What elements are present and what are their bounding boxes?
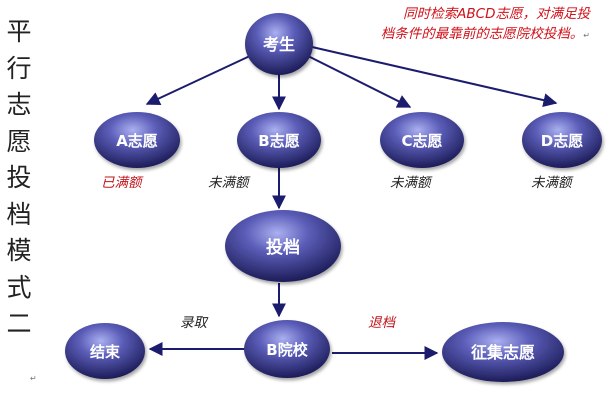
node-choice-a: A志愿 — [94, 112, 180, 168]
title-char: 式 — [6, 272, 32, 302]
note-line-1: 同时检索ABCD志愿，对满足投 — [403, 6, 590, 22]
node-choice-c-label: C志愿 — [401, 132, 442, 150]
node-submit-label: 投档 — [266, 237, 300, 258]
status-a: 已满额 — [101, 175, 144, 191]
node-choice-b: B志愿 — [237, 112, 321, 168]
status-d: 未满额 — [531, 175, 574, 191]
paragraph-mark-icon: ↵ — [30, 374, 37, 383]
title-char: 档 — [6, 199, 32, 229]
edge-candidate-to-c — [305, 54, 412, 108]
status-c: 未满额 — [390, 175, 433, 191]
explanation-note: 同时检索ABCD志愿，对满足投 档条件的最靠前的志愿院校投档。↵ — [340, 4, 590, 46]
title-char: 平 — [6, 17, 32, 46]
node-choice-d-label: D志愿 — [541, 132, 583, 150]
edge-label-admit: 录取 — [180, 315, 208, 331]
paragraph-mark-icon: ↵ — [583, 31, 590, 40]
edges — [145, 46, 558, 360]
note-line-2-wrap: 档条件的最靠前的志愿院校投档。↵ — [340, 24, 590, 46]
node-college-b-label: B院校 — [266, 341, 308, 359]
node-supplementary-label: 征集志愿 — [471, 343, 535, 362]
vertical-title: 平 行 志 愿 投 档 模 式 二 ↵ — [2, 14, 36, 383]
title-char: 愿 — [6, 126, 32, 156]
title-char: 投 — [6, 163, 32, 192]
edge-candidate-to-d — [311, 46, 558, 108]
title-char: 志 — [6, 90, 32, 119]
node-end-label: 结束 — [90, 343, 121, 361]
node-candidate: 考生 — [245, 13, 313, 75]
node-choice-d: D志愿 — [522, 112, 602, 168]
edge-label-return: 退档 — [368, 315, 397, 331]
status-b: 未满额 — [208, 175, 251, 191]
node-submit: 投档 — [225, 210, 341, 282]
title-char: 二 — [6, 309, 32, 338]
node-candidate-label: 考生 — [263, 35, 295, 54]
note-line-2: 档条件的最靠前的志愿院校投档。 — [380, 26, 584, 42]
node-college-b: B院校 — [244, 320, 330, 378]
node-choice-a-label: A志愿 — [116, 132, 158, 150]
node-end: 结束 — [65, 323, 145, 379]
node-supplementary: 征集志愿 — [442, 322, 564, 382]
edge-candidate-to-a — [145, 54, 253, 106]
node-choice-c: C志愿 — [380, 112, 464, 168]
title-char: 模 — [6, 236, 32, 265]
title-char: 行 — [6, 53, 32, 83]
node-choice-b-label: B志愿 — [258, 132, 299, 150]
